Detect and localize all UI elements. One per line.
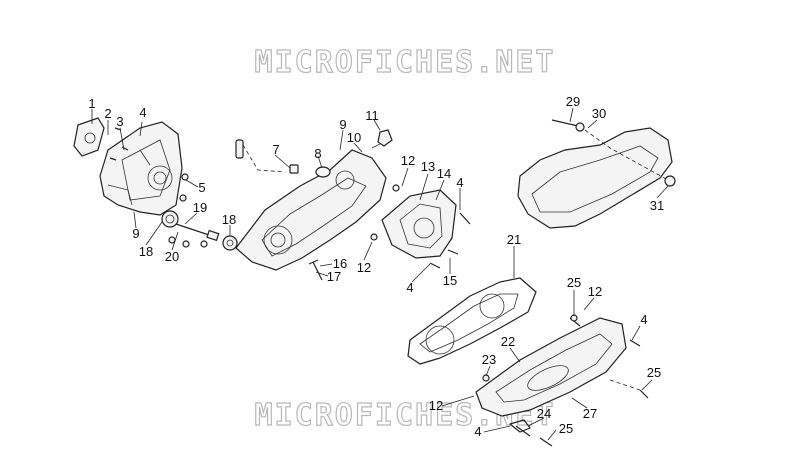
callout-19: 19 bbox=[193, 200, 207, 215]
dowel-pin bbox=[235, 139, 244, 159]
callout-4b: 4 bbox=[456, 175, 463, 190]
left-crankcase-group bbox=[73, 117, 220, 248]
plug-part-5 bbox=[181, 173, 189, 181]
callout-9: 9 bbox=[132, 226, 139, 241]
gasket-part-21 bbox=[407, 277, 537, 365]
callout-30: 30 bbox=[592, 106, 606, 121]
watermark-top: MICROFICHES.NET bbox=[255, 45, 556, 80]
callout-13: 13 bbox=[421, 159, 435, 174]
callout-8: 8 bbox=[314, 146, 321, 161]
callout-23: 23 bbox=[482, 352, 496, 367]
callout-16: 16 bbox=[333, 256, 347, 271]
bolt-part-17 bbox=[308, 259, 323, 281]
callout-12: 12 bbox=[401, 153, 415, 168]
callout-27: 27 bbox=[583, 406, 597, 421]
bush-part-8 bbox=[315, 166, 331, 178]
callout-4c: 4 bbox=[406, 280, 413, 295]
clip-part-24 bbox=[515, 425, 531, 437]
callout-18: 18 bbox=[139, 244, 153, 259]
callout-25c: 25 bbox=[559, 421, 573, 436]
callout-17: 17 bbox=[327, 269, 341, 284]
clutch-cover-group bbox=[370, 184, 471, 269]
callout-18b: 18 bbox=[222, 212, 236, 227]
callout-4: 4 bbox=[139, 105, 146, 120]
callout-1: 1 bbox=[88, 96, 95, 111]
stud-part-29 bbox=[551, 119, 579, 127]
pin-part-7 bbox=[289, 164, 299, 174]
callout-11: 11 bbox=[365, 108, 379, 123]
transmission-cover-part-31 bbox=[517, 127, 673, 229]
center-crankcase-group bbox=[222, 129, 393, 281]
callout-25: 25 bbox=[567, 275, 581, 290]
bearing-part-18 bbox=[161, 210, 179, 228]
callout-20: 20 bbox=[165, 249, 179, 264]
callout-5: 5 bbox=[198, 180, 205, 195]
callout-7: 7 bbox=[272, 142, 279, 157]
cap-part-31 bbox=[664, 175, 676, 187]
callout-25b: 25 bbox=[647, 365, 661, 380]
callout-12b: 12 bbox=[357, 260, 371, 275]
center-crankcase bbox=[235, 149, 387, 271]
callout-9b: 9 bbox=[339, 117, 346, 132]
callout-31: 31 bbox=[650, 198, 664, 213]
callout-2: 2 bbox=[104, 106, 111, 121]
callout-4d: 4 bbox=[640, 312, 647, 327]
callout-12d: 12 bbox=[429, 398, 443, 413]
callout-24: 24 bbox=[537, 406, 551, 421]
callout-22: 22 bbox=[501, 334, 515, 349]
callout-15: 15 bbox=[443, 273, 457, 288]
transmission-cover-top-group bbox=[517, 119, 676, 229]
gasket-plate-part-1 bbox=[73, 117, 105, 157]
callout-10: 10 bbox=[347, 130, 361, 145]
seal-part-18 bbox=[222, 235, 238, 251]
callout-12c: 12 bbox=[588, 284, 602, 299]
callout-14: 14 bbox=[437, 166, 451, 181]
callout-labels: 1 2 3 4 5 9 18 19 20 7 8 9 10 11 18 16 1… bbox=[88, 94, 664, 439]
leader-lines bbox=[91, 107, 669, 441]
outer-cover-group bbox=[407, 277, 649, 447]
callout-4e: 4 bbox=[474, 424, 481, 439]
breather-part-11 bbox=[377, 129, 393, 147]
callout-29: 29 bbox=[566, 94, 580, 109]
callout-21: 21 bbox=[507, 232, 521, 247]
cover-part-13 bbox=[381, 189, 457, 259]
callout-3: 3 bbox=[116, 114, 123, 129]
